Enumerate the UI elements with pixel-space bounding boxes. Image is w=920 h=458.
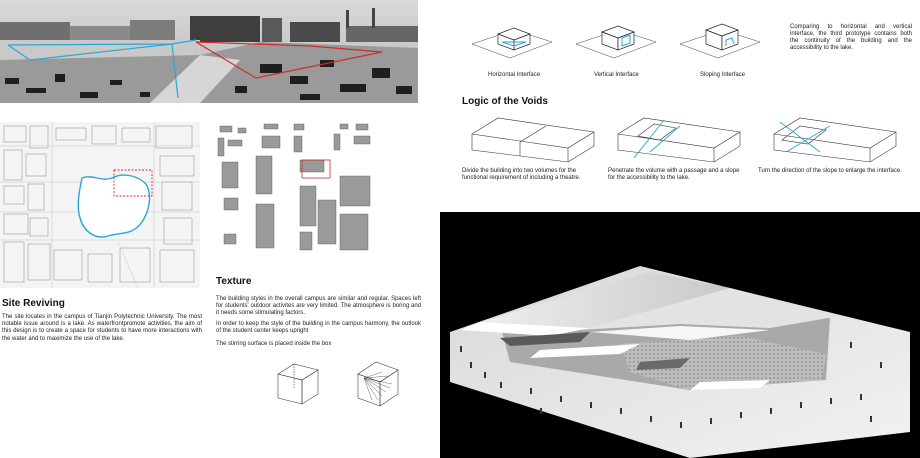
vertical-interface-diagram (572, 18, 658, 68)
logic-of-voids-title: Logic of the Voids (462, 96, 548, 107)
stirring-surface-box-sketch (352, 356, 404, 412)
figure-ground-texture-plan (214, 122, 376, 256)
upright-box-sketch (272, 358, 324, 410)
site-panorama-photo (0, 0, 418, 103)
horizontal-interface-diagram (468, 18, 554, 68)
voids-step1-diagram (468, 112, 598, 164)
texture-paragraph-1: The building styles in the overall campu… (216, 296, 421, 317)
sloping-interface-diagram (676, 18, 762, 68)
vertical-interface-label: Vertical Interface (594, 72, 639, 78)
physical-model-photo (440, 212, 920, 458)
site-reviving-text: The site locates in the campus of Tianji… (2, 314, 202, 342)
sloping-interface-label: Sloping Interface (700, 72, 746, 78)
voids-step1-text: Divide the building into two volumes for… (462, 168, 581, 181)
voids-step3-diagram (770, 112, 900, 164)
voids-step3-text: Turn the direction of the slope to enlar… (758, 168, 902, 174)
voids-step2-text: Penetrate the volume with a passage and … (608, 168, 740, 181)
texture-title: Texture (216, 276, 252, 287)
texture-paragraph-3: The stirring surface is placed inside th… (216, 341, 332, 347)
horizontal-interface-label: Horizontal Interface (488, 72, 541, 78)
interface-comparison-text: Comparing to horizontal and vertical int… (790, 24, 912, 51)
campus-site-plan (0, 122, 200, 288)
texture-paragraph-2: In order to keep the style of the buildi… (216, 321, 421, 335)
voids-step2-diagram (614, 112, 744, 164)
site-reviving-title: Site Reviving (2, 298, 65, 309)
